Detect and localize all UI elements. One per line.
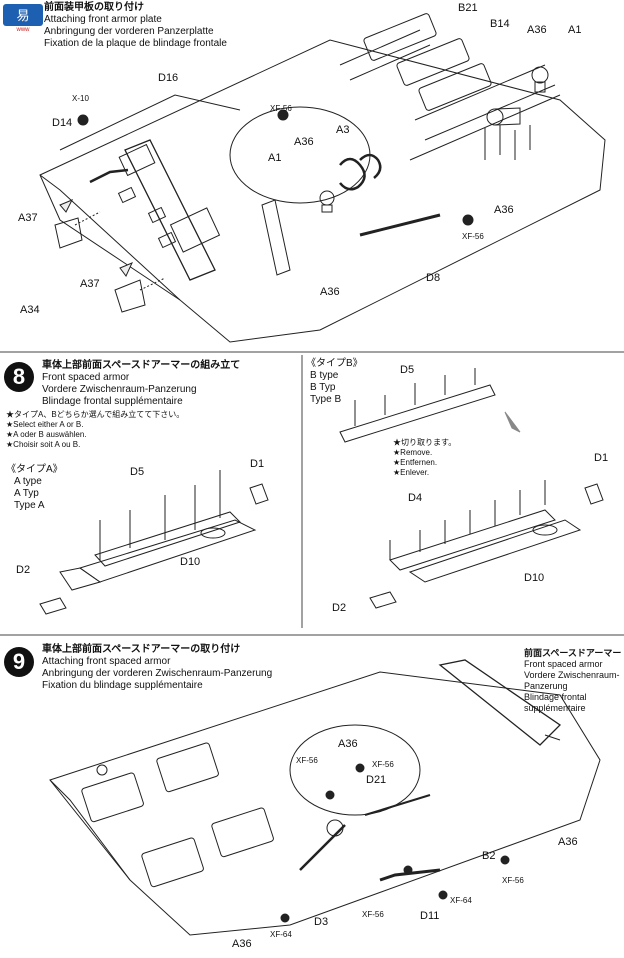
- note-line: ★タイプA、Bどちらか選んで組み立てて下さい。: [6, 410, 185, 419]
- typeB-jp: 《タイプB》: [306, 358, 363, 369]
- step8-title-de: Vordere Zwischenraum-Panzerung: [42, 384, 197, 395]
- part-label: A36: [294, 136, 314, 148]
- typeB-de: B Typ: [310, 382, 336, 393]
- typeA-de: A Typ: [14, 488, 39, 499]
- step9-title-fr: Fixation du blindage supplémentaire: [42, 680, 203, 691]
- part-label: D11: [420, 910, 440, 922]
- part-label: A1: [568, 24, 582, 36]
- watermark-logo: 易 www: [2, 2, 44, 32]
- step8-title-jp: 車体上部前面スペースドアーマーの組み立て: [42, 360, 241, 371]
- typeA-en: A type: [14, 476, 42, 487]
- step7-title-jp: 前面装甲板の取り付け: [44, 2, 144, 13]
- part-label: D5: [400, 364, 415, 376]
- part-label: A36: [232, 938, 252, 950]
- part-label: D2: [332, 602, 347, 614]
- part-label: D16: [158, 72, 179, 84]
- part-label: A36: [527, 24, 547, 36]
- callout-fr-2: supplémentaire: [524, 703, 586, 713]
- part-label: A37: [80, 278, 100, 290]
- part-label: XF-64: [450, 896, 472, 905]
- part-label: D14: [52, 117, 73, 129]
- step9-title-jp: 車体上部前面スペースドアーマーの取り付け: [42, 644, 241, 655]
- step8-typeB-drawing: [339, 368, 604, 609]
- part-label: A1: [268, 152, 282, 164]
- step8-typeB-label: 《タイプB》 B type B Typ Type B: [306, 358, 363, 406]
- step8-typeA-label: 《タイプA》 A type A Typ Type A: [6, 464, 63, 512]
- step8-title-en: Front spaced armor: [42, 372, 130, 383]
- note-line: ★A oder B auswählen.: [6, 430, 87, 439]
- step9-header: 車体上部前面スペースドアーマーの取り付け Attaching front spa…: [42, 644, 272, 692]
- callout-jp: 前面スペースドアーマー: [524, 648, 622, 658]
- note-line: ★Select either A or B.: [6, 420, 84, 429]
- part-label: B2: [482, 850, 496, 862]
- part-label: A36: [320, 286, 340, 298]
- part-label: B21: [458, 2, 478, 14]
- part-label: XF-56: [372, 760, 394, 769]
- part-label: A3: [336, 124, 350, 136]
- step8-cut-note: ★切り取ります。 ★Remove. ★Entfernen. ★Enlever.: [393, 438, 456, 478]
- part-label: XF-56: [502, 876, 524, 885]
- typeA-fr: Type A: [14, 500, 45, 511]
- note-line: ★Entfernen.: [393, 458, 438, 467]
- part-label: D10: [524, 572, 545, 584]
- part-label: B14: [490, 18, 510, 30]
- part-label: XF-56: [270, 104, 292, 113]
- typeA-jp: 《タイプA》: [6, 464, 63, 475]
- part-label: D4: [408, 492, 423, 504]
- note-line: ★Choisir soit A ou B.: [6, 440, 81, 449]
- step9-number-badge: 9: [4, 647, 34, 677]
- part-label: D1: [250, 458, 265, 470]
- step7-header: 前面装甲板の取り付け Attaching front armor plate A…: [44, 2, 227, 50]
- step9-title-en: Attaching front spaced armor: [42, 656, 171, 667]
- part-label: D1: [594, 452, 609, 464]
- part-label: X-10: [72, 94, 89, 103]
- part-label: D10: [180, 556, 201, 568]
- step9-callout: 前面スペースドアーマー Front spaced armor Vordere Z…: [524, 648, 621, 714]
- step8-typeA-drawing: [39, 470, 269, 615]
- callout-de: Vordere Zwischenraum-: [524, 670, 620, 680]
- part-label: D21: [366, 774, 387, 786]
- step9-hull-drawing: [49, 659, 601, 936]
- part-label: A34: [20, 304, 40, 316]
- step8-number-badge: 8: [4, 362, 34, 392]
- typeB-fr: Type B: [310, 394, 342, 405]
- note-line: ★Remove.: [393, 448, 433, 457]
- part-label: A37: [18, 212, 38, 224]
- part-label: XF-56: [462, 232, 484, 241]
- part-label: D3: [314, 916, 329, 928]
- callout-fr: Blindage frontal: [524, 692, 587, 702]
- step7-title-de: Anbringung der vorderen Panzerplatte: [44, 26, 214, 37]
- note-line: ★Enlever.: [393, 468, 430, 477]
- step7-hull-drawing: [39, 13, 606, 343]
- step9-title-de: Anbringung der vorderen Zwischenraum-Pan…: [42, 668, 273, 679]
- step7-title-fr: Fixation de la plaque de blindage fronta…: [44, 38, 227, 49]
- step8-title-fr: Blindage frontal supplémentaire: [42, 396, 183, 407]
- part-label: A36: [558, 836, 578, 848]
- step7-title-en: Attaching front armor plate: [44, 14, 162, 25]
- part-label: XF-64: [270, 930, 292, 939]
- part-label: D2: [16, 564, 31, 576]
- step8-header: 車体上部前面スペースドアーマーの組み立て Front spaced armor …: [42, 360, 240, 408]
- part-label: D8: [426, 272, 441, 284]
- part-label: A36: [338, 738, 358, 750]
- part-label: XF-56: [362, 910, 384, 919]
- note-line: ★切り取ります。: [393, 438, 457, 447]
- callout-de-2: Panzerung: [524, 681, 568, 691]
- step8-choose-note: ★タイプA、Bどちらか選んで組み立てて下さい。 ★Select either A…: [6, 410, 184, 450]
- svg-text:易: 易: [16, 9, 29, 24]
- callout-en: Front spaced armor: [524, 659, 603, 669]
- part-label: A36: [494, 204, 514, 216]
- typeB-en: B type: [310, 370, 339, 381]
- part-label: XF-56: [296, 756, 318, 765]
- svg-text:www: www: [16, 27, 31, 32]
- part-label: D5: [130, 466, 145, 478]
